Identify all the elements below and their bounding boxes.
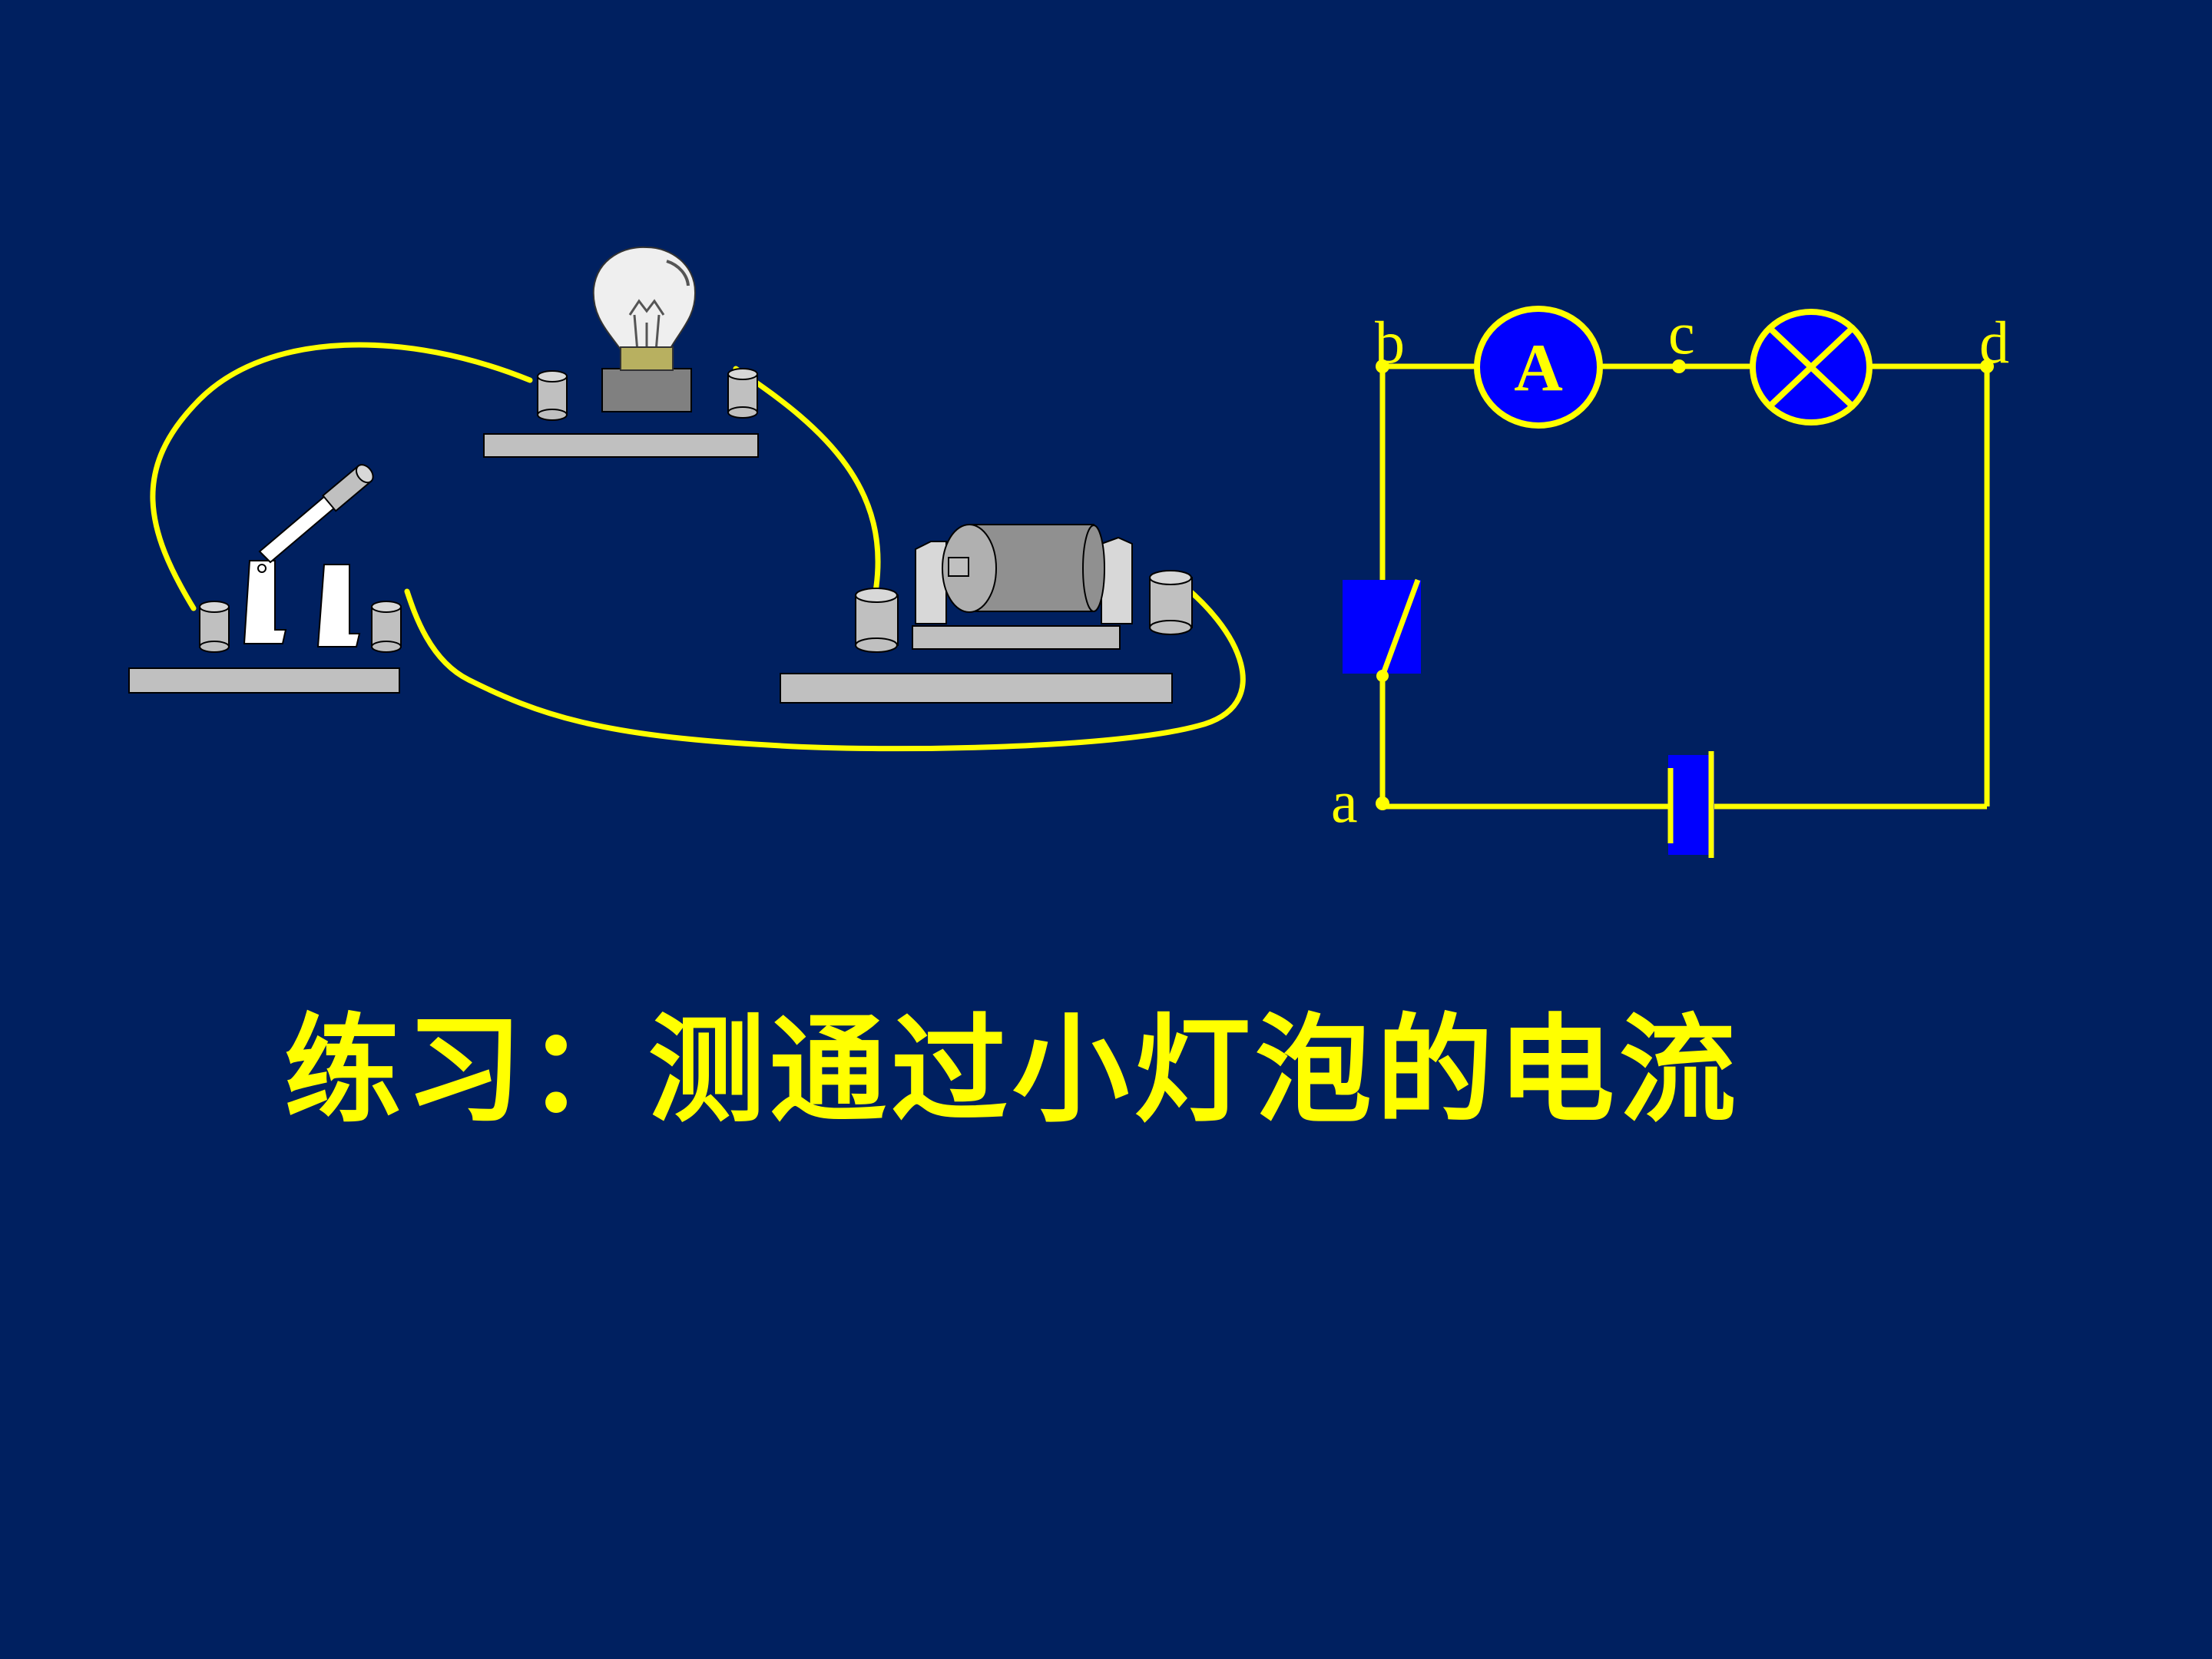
bulb-highlight <box>666 260 690 286</box>
bulb-glass <box>592 246 697 350</box>
switch-symbol-pivot <box>1376 670 1389 682</box>
battery-symbol-box <box>1668 755 1714 855</box>
battery-base-plate <box>780 673 1173 704</box>
switch-base <box>128 667 400 694</box>
battery-cell <box>780 524 1193 704</box>
battery-holder-base <box>912 625 1121 650</box>
switch-clip-right <box>316 564 361 647</box>
node-b-dot <box>1376 359 1389 373</box>
battery-terminal-right <box>1149 570 1193 635</box>
battery-nub <box>948 557 969 577</box>
schematic-battery <box>1667 751 1714 858</box>
switch-terminal-right <box>371 601 402 653</box>
wire-battery-to-switch <box>404 573 1246 752</box>
ammeter-letter: A <box>1514 331 1563 406</box>
schematic-switch <box>1343 578 1421 682</box>
slide-title: 练习：测通过小灯泡的电流 <box>284 1002 1740 1138</box>
wire-switch-to-bulb <box>150 342 533 611</box>
node-c-dot <box>1672 359 1686 373</box>
circuit-schematic: A b c d a <box>1331 300 2009 858</box>
switch-clip-left <box>243 560 287 644</box>
knife-switch <box>128 464 402 694</box>
node-label-b: b <box>1375 309 1405 376</box>
bulb-filament <box>628 299 665 353</box>
light-bulb <box>483 246 759 458</box>
switch-handle <box>322 464 374 512</box>
switch-symbol-blade <box>1379 578 1421 677</box>
battery-cap-right <box>1082 525 1105 612</box>
battery-terminal-left <box>855 588 899 653</box>
lamp-symbol <box>1750 309 1873 426</box>
bulb-terminal-left <box>537 370 568 421</box>
battery-holder-left <box>915 541 947 624</box>
switch-terminal-left <box>199 601 230 653</box>
apparatus-wires <box>150 342 1246 752</box>
battery-holder-right <box>1101 536 1133 624</box>
lamp-cross-2 <box>1767 326 1855 409</box>
ammeter-circle <box>1474 306 1603 429</box>
node-d-dot <box>1980 359 1994 373</box>
node-label-a: a <box>1331 768 1358 835</box>
node-a-dot <box>1376 796 1389 810</box>
node-label-d: d <box>1979 309 2009 376</box>
switch-symbol-box <box>1343 580 1421 674</box>
wire-bulb-to-battery <box>733 366 881 594</box>
schematic-wires <box>1379 363 1990 810</box>
apparatus-illustration <box>128 246 1246 752</box>
bulb-terminal-right <box>727 368 758 419</box>
bulb-socket <box>601 368 692 412</box>
bulb-neck <box>620 346 674 371</box>
bulb-base-plate <box>483 433 759 458</box>
node-label-c: c <box>1668 300 1695 366</box>
ammeter-symbol: A <box>1474 306 1603 429</box>
